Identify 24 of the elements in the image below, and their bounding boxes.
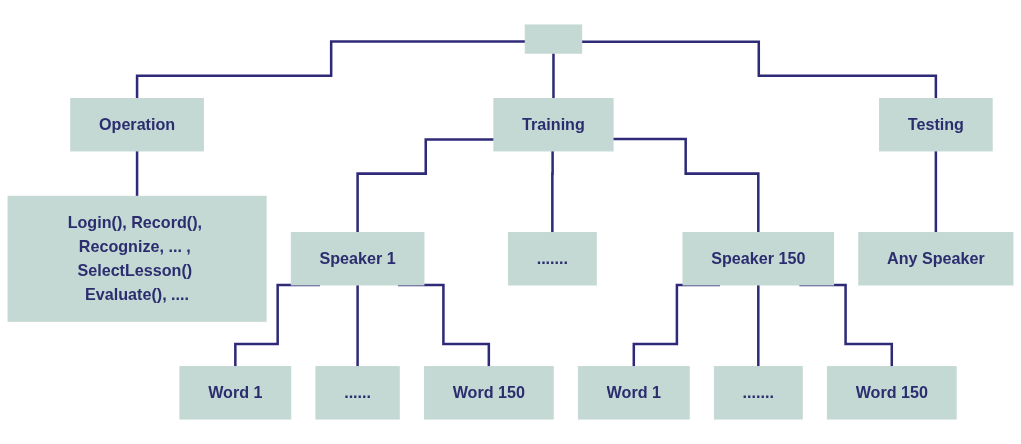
node-box: ....... <box>507 232 597 286</box>
connector <box>757 283 760 368</box>
connector <box>581 40 938 100</box>
node-box <box>524 24 583 54</box>
connector <box>551 149 555 234</box>
connector <box>356 138 494 234</box>
node-box: Word 1 <box>179 366 292 420</box>
node-box: Word 1 <box>577 366 690 420</box>
node-box: ....... <box>713 366 803 420</box>
node-box: Testing <box>879 98 993 152</box>
connector <box>613 137 760 234</box>
connector <box>135 40 526 100</box>
node-box: Any Speaker <box>858 232 1014 286</box>
node-box: Speaker 150 <box>682 232 835 286</box>
node-box: Word 150 <box>423 366 554 420</box>
node-box: Operation <box>70 98 204 152</box>
node-box: ...... <box>315 366 400 420</box>
node-box: Word 150 <box>826 366 957 420</box>
connector <box>356 283 359 368</box>
node-box: Training <box>493 98 614 152</box>
connector <box>135 149 139 198</box>
node-box: Speaker 1 <box>290 232 425 286</box>
node-box: Login(), Record(), Recognize, ... , SelectLesson() Evaluate(), .... <box>7 195 267 322</box>
connector <box>934 149 938 234</box>
